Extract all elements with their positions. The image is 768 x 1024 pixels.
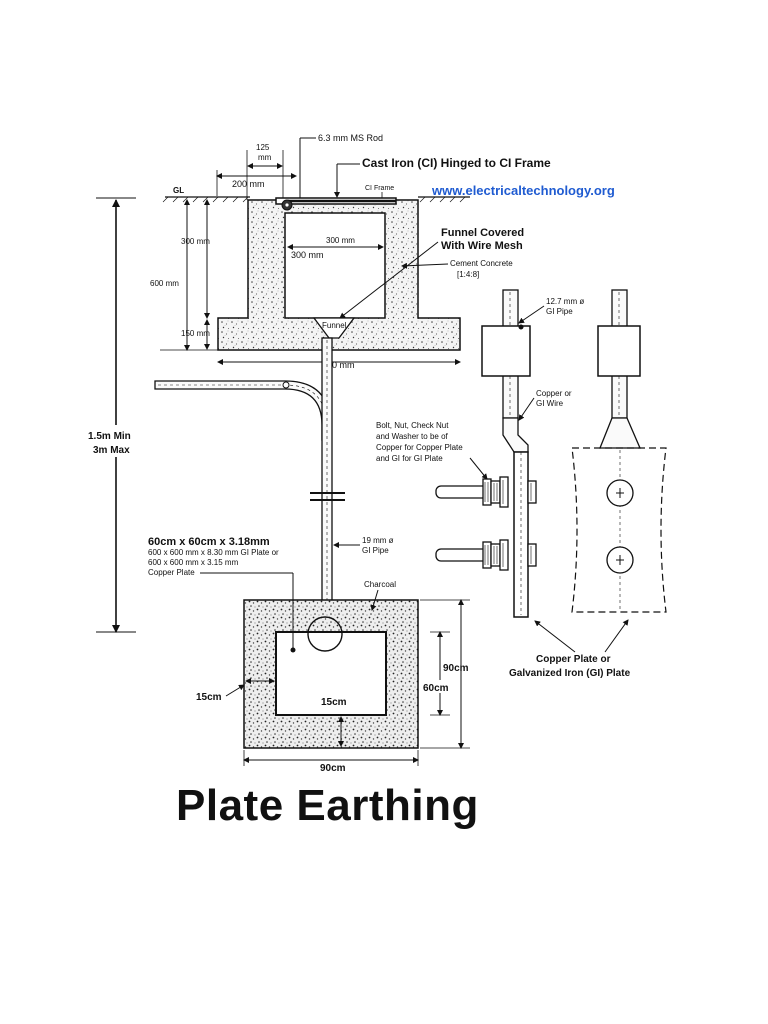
funnel-leader: [339, 241, 439, 319]
chamber-concrete-walls: [217, 199, 461, 351]
plate-type-leader-right: [604, 619, 629, 653]
detail-clamp-dot: [518, 324, 524, 330]
bolt-thread-2: [484, 543, 532, 567]
copper-wire-label-2: GI Wire: [536, 399, 564, 408]
front-clamp: [597, 325, 641, 377]
dim-600-label: 600 mm: [150, 279, 179, 288]
front-plate-outline: [571, 447, 667, 613]
dim-300-vertical-label: 300 mm: [181, 237, 210, 246]
dim-200-label: 200 mm: [232, 179, 265, 189]
bolt-thread-1: [484, 480, 532, 504]
dim-300-horizontal-label: 300 mm: [326, 236, 355, 245]
plate-spec-copper-label-2: Copper Plate: [148, 568, 195, 577]
plate-spec-gi-label: 600 x 600 mm x 8.30 mm GI Plate or: [148, 548, 279, 557]
bolt-washer-1: [499, 476, 509, 508]
dim-15-left-line: [225, 684, 245, 697]
dim-125-unit-label: mm: [258, 153, 272, 162]
gi-pipe-label: GI Pipe: [362, 546, 389, 555]
ground-hatch-left: [162, 196, 249, 203]
side-pipe: [154, 380, 331, 441]
bolt-nut-1a: [482, 478, 492, 506]
funnel-label: Funnel: [322, 321, 347, 330]
front-bolt-2-cross: [616, 555, 624, 565]
plate-spec-label: 60cm x 60cm x 3.18mm: [148, 536, 270, 548]
plate-spec-copper-label: 600 x 600 mm x 3.15 mm: [148, 558, 239, 567]
dim-700-label: 700 mm: [322, 360, 355, 370]
charcoal-leader: [370, 589, 379, 611]
bolt-spec-label-4: and GI for GI Plate: [376, 454, 443, 463]
funnel-covered-label: Funnel Covered: [441, 227, 524, 239]
copper-wire-label: Copper or: [536, 389, 572, 398]
funnel-covered-label-2: With Wire Mesh: [441, 240, 523, 252]
cement-concrete-label: Cement Concrete: [450, 259, 513, 268]
bolt-spec-label-1: Bolt, Nut, Check Nut: [376, 421, 449, 430]
hinge-pin-icon: [285, 203, 289, 207]
bolt-nut-2a: [482, 541, 492, 569]
plate-type-label-2: Galvanized Iron (GI) Plate: [509, 668, 631, 679]
gl-label: GL: [173, 186, 184, 195]
copper-wire-leader: [518, 397, 535, 421]
bolt-spec-leader: [469, 457, 488, 480]
ground-hatch-right: [419, 196, 466, 203]
detail-clamp-side: [481, 325, 531, 377]
dim-150-label: 150 mm: [181, 329, 210, 338]
depth-max-label: 3m Max: [93, 445, 130, 456]
pipe-bend-joint: [282, 381, 290, 389]
cement-leader: [401, 262, 449, 269]
dim-90-horizontal-label: 90cm: [320, 763, 346, 774]
cement-concrete-ratio-label: [1:4:8]: [457, 270, 479, 279]
bolt-spec-label-2: and Washer to be of: [376, 432, 449, 441]
ci-hinged-label: Cast Iron (CI) Hinged to CI Frame: [362, 156, 551, 170]
bolt-nut-1b: [490, 480, 501, 504]
gi-pipe-top-label: GI Pipe: [546, 307, 573, 316]
plate-type-label: Copper Plate or: [536, 654, 611, 665]
front-bolt-1-cross: [616, 488, 624, 498]
gi-pipe-top-leader: [518, 305, 545, 324]
dim-60-label-bg: [421, 680, 457, 693]
gi-pipe-top-size-label: 12.7 mm ø: [546, 297, 584, 306]
bolt-spec-label-3: Copper for Copper Plate: [376, 443, 463, 452]
bolt-washer-2: [499, 539, 509, 571]
ms-rod-label: 6.3 mm MS Rod: [318, 133, 383, 143]
bolt-nut-2b: [490, 543, 501, 567]
dim-60-vertical-label: 60cm: [423, 683, 449, 694]
depth-label-bg: [84, 425, 148, 457]
dim-15-left-label: 15cm: [196, 692, 222, 703]
depth-min-label: 1.5m Min: [88, 431, 131, 442]
plate-spec-leader-dot: [290, 647, 296, 653]
ci-frame-label: CI Frame: [365, 185, 394, 192]
plate-connection-circle: [307, 616, 343, 652]
detail-wire-side: [502, 417, 529, 453]
earth-plate: [275, 631, 387, 716]
website-label: www.electricaltechnology.org: [431, 183, 615, 198]
dim-90-vertical-label: 90cm: [443, 663, 469, 674]
front-wire-taper: [599, 417, 641, 449]
bolt-nut-2c: [527, 543, 537, 567]
gi-pipe-size-label: 19 mm ø: [362, 536, 394, 545]
charcoal-label: Charcoal: [364, 580, 396, 589]
plate-type-leader-left: [534, 620, 576, 653]
dim-15-bottom-label: 15cm: [321, 697, 347, 708]
bolt-nut-1c: [527, 480, 537, 504]
diagram-title: Plate Earthing: [176, 781, 479, 830]
dim-125-label: 125: [256, 143, 270, 152]
dim-300-horizontal-2-label: 300 mm: [291, 250, 324, 260]
